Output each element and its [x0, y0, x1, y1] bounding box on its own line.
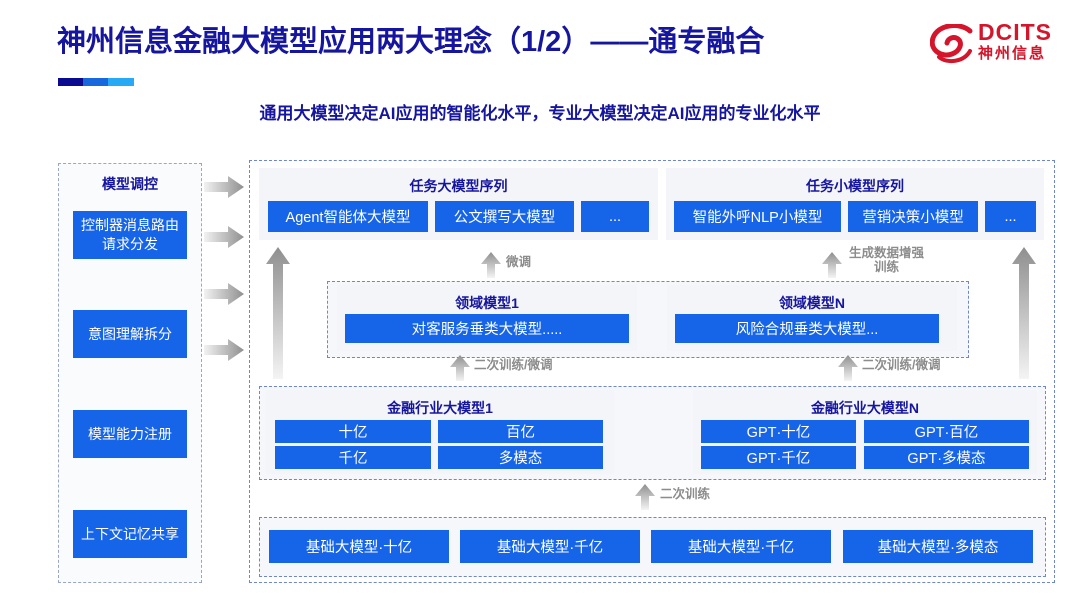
domain-model-n-item[interactable]: 风险合规垂类大模型... [675, 314, 939, 343]
flow-arrow-up-augment [822, 252, 842, 278]
flow-arrow-up-right-tall [1012, 247, 1036, 379]
industry-1-item-4[interactable]: 多模态 [438, 446, 603, 469]
base-model-frame: 基础大模型·十亿 基础大模型·千亿 基础大模型·千亿 基础大模型·多模态 [259, 517, 1046, 577]
task-large-model-title: 任务大模型序列 [409, 178, 508, 194]
flow-arrow-up-retrain-left [450, 355, 470, 381]
swirl-logo-icon [930, 24, 973, 64]
control-panel-title: 模型调控 [102, 176, 158, 192]
flow-arrow-up-left-tall [266, 247, 290, 379]
page-subtitle: 通用大模型决定AI应用的智能化水平，专业大模型决定AI应用的专业化水平 [259, 104, 821, 123]
logo-brand-cn: 神州信息 [978, 45, 1047, 62]
flow-arrow-up-retrain-right [838, 355, 858, 381]
flow-arrow-up-finetune [481, 252, 501, 278]
task-small-item-more[interactable]: ... [985, 201, 1036, 232]
page-title: 神州信息金融大模型应用两大理念（1/2）——通专融合 [57, 26, 765, 58]
flow-arrow-right-2 [204, 226, 244, 248]
task-small-model-title: 任务小模型序列 [806, 178, 904, 194]
flow-label-augment: 生成数据增强 训练 [849, 246, 924, 274]
flow-label-augment-line1: 生成数据增强 [849, 246, 925, 260]
task-large-item-more[interactable]: ... [581, 201, 649, 232]
industry-model-n-title: 金融行业大模型N [810, 400, 920, 416]
base-model-item-4[interactable]: 基础大模型·多模态 [843, 530, 1033, 563]
flow-label-retrain-right: 二次训练/微调 [862, 358, 941, 372]
industry-model-1-panel: 金融行业大模型1 十亿 百亿 千亿 多模态 [266, 390, 614, 474]
task-large-item-doc[interactable]: 公文撰写大模型 [435, 201, 574, 232]
domain-model-1-item[interactable]: 对客服务垂类大模型..... [345, 314, 629, 343]
domain-model-1-title: 领域模型1 [455, 295, 519, 311]
task-small-model-panel: 任务小模型序列 智能外呼NLP小模型 营销决策小模型 ... [666, 168, 1044, 240]
industry-n-item-4[interactable]: GPT·多模态 [864, 446, 1029, 469]
logo-brand: DCITS [978, 19, 1052, 45]
domain-model-n-title: 领域模型N [778, 295, 846, 311]
flow-arrow-up-retrain-bottom [635, 484, 655, 510]
industry-1-item-3[interactable]: 千亿 [275, 446, 431, 469]
base-model-item-1[interactable]: 基础大模型·十亿 [269, 530, 449, 563]
industry-n-item-2[interactable]: GPT·百亿 [864, 420, 1029, 443]
industry-1-item-1[interactable]: 十亿 [275, 420, 431, 443]
task-large-model-panel: 任务大模型序列 Agent智能体大模型 公文撰写大模型 ... [259, 168, 658, 240]
task-small-item-market[interactable]: 营销决策小模型 [848, 201, 978, 232]
control-panel: 模型调控 控制器消息路由请求分发 意图理解拆分 模型能力注册 上下文记忆共享 [58, 163, 202, 583]
industry-n-item-3[interactable]: GPT·千亿 [701, 446, 856, 469]
flow-label-augment-line2: 训练 [874, 260, 900, 274]
task-large-item-agent[interactable]: Agent智能体大模型 [268, 201, 428, 232]
logo-text: DCITS 神州信息 [978, 20, 1052, 63]
domain-model-1-panel: 领域模型1 对客服务垂类大模型..... [337, 285, 637, 351]
architecture-frame [249, 160, 1055, 583]
flow-arrow-right-3 [204, 283, 244, 305]
industry-1-item-2[interactable]: 百亿 [438, 420, 603, 443]
control-item-router[interactable]: 控制器消息路由请求分发 [73, 211, 187, 259]
domain-model-n-panel: 领域模型N 风险合规垂类大模型... [667, 285, 957, 351]
control-item-intent[interactable]: 意图理解拆分 [73, 310, 187, 358]
flow-label-retrain-left: 二次训练/微调 [474, 358, 553, 372]
flow-arrow-right-4 [204, 339, 244, 361]
title-accent-bar [58, 78, 134, 86]
industry-model-n-panel: 金融行业大模型N GPT·十亿 GPT·百亿 GPT·千亿 GPT·多模态 [693, 390, 1037, 474]
flow-label-retrain-bottom: 二次训练 [660, 487, 711, 501]
control-item-registry[interactable]: 模型能力注册 [73, 410, 187, 458]
task-small-item-nlp[interactable]: 智能外呼NLP小模型 [674, 201, 841, 232]
flow-label-finetune: 微调 [506, 255, 532, 269]
industry-model-1-title: 金融行业大模型1 [387, 400, 493, 416]
flow-arrow-right-1 [204, 176, 244, 198]
industry-n-item-1[interactable]: GPT·十亿 [701, 420, 856, 443]
control-item-context[interactable]: 上下文记忆共享 [73, 510, 187, 558]
base-model-item-2[interactable]: 基础大模型·千亿 [460, 530, 640, 563]
company-logo: DCITS 神州信息 [930, 20, 1070, 72]
base-model-item-3[interactable]: 基础大模型·千亿 [651, 530, 831, 563]
